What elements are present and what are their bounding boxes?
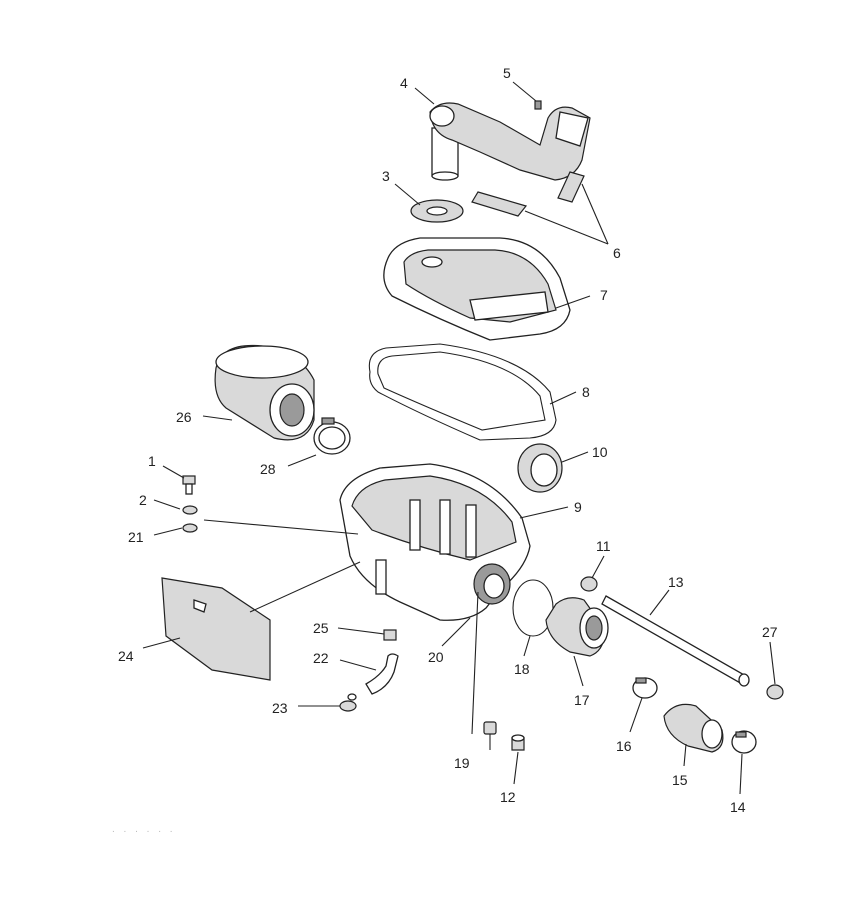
- part-28-clamp: [313, 417, 351, 455]
- callout-10: 10: [592, 444, 608, 460]
- callout-5: 5: [503, 65, 511, 81]
- part-17-throttle-coupler: [545, 597, 609, 657]
- part-12-grommet: [511, 734, 525, 751]
- part-4-intake-snorkel: [429, 102, 591, 181]
- part-19-plug: [483, 721, 497, 735]
- part-1-bolt: [182, 475, 196, 495]
- part-25-fitting: [383, 629, 397, 641]
- part-22-drain-hose: [365, 653, 399, 695]
- callout-25: 25: [313, 620, 329, 636]
- callout-18: 18: [514, 661, 530, 677]
- part-24-splash-shield: [161, 577, 271, 681]
- callout-15: 15: [672, 772, 688, 788]
- callout-13: 13: [668, 574, 684, 590]
- callout-3: 3: [382, 168, 390, 184]
- callout-8: 8: [582, 384, 590, 400]
- callout-20: 20: [428, 649, 444, 665]
- callout-22: 22: [313, 650, 329, 666]
- part-21-washer: [182, 523, 198, 533]
- callout-21: 21: [128, 529, 144, 545]
- part-16-clamp: [632, 677, 658, 699]
- callout-labels: 4 5 3 6 7 8 26 28 10 1 2 21 9 11 13 27 2…: [118, 65, 778, 815]
- callout-16: 16: [616, 738, 632, 754]
- callout-24: 24: [118, 648, 134, 664]
- part-20-airbox-housing: [339, 463, 531, 621]
- callout-19: 19: [454, 755, 470, 771]
- part-11-plug: [580, 576, 598, 592]
- part-10-coupler: [517, 443, 563, 493]
- callout-27: 27: [762, 624, 778, 640]
- part-26-air-filter: [214, 344, 315, 441]
- part-27-cap: [766, 684, 784, 700]
- part-2-washer: [182, 505, 198, 515]
- callout-28: 28: [260, 461, 276, 477]
- callout-14: 14: [730, 799, 746, 815]
- callout-4: 4: [400, 75, 408, 91]
- part-8-gasket: [368, 343, 557, 441]
- callout-2: 2: [139, 492, 147, 508]
- callout-1: 1: [148, 453, 156, 469]
- part-6-seal-strips: [471, 171, 585, 217]
- leader-lines: [142, 81, 776, 795]
- callout-11: 11: [596, 538, 611, 554]
- part-7-airbox-lid: [383, 237, 571, 341]
- part-15-boot: [663, 703, 724, 753]
- part-23-clip: [339, 693, 357, 712]
- part-14-clamp: [731, 730, 757, 754]
- part-13-breather-tube: [601, 595, 750, 687]
- callout-17: 17: [574, 692, 590, 708]
- callout-26: 26: [176, 409, 192, 425]
- footer-mark: . . . . . .: [112, 824, 176, 835]
- callout-6: 6: [613, 245, 621, 261]
- callout-12: 12: [500, 789, 516, 805]
- part-5-screw: [534, 100, 542, 110]
- callout-9: 9: [574, 499, 582, 515]
- part-3-washer: [410, 199, 464, 223]
- callout-23: 23: [272, 700, 288, 716]
- callout-7: 7: [600, 287, 608, 303]
